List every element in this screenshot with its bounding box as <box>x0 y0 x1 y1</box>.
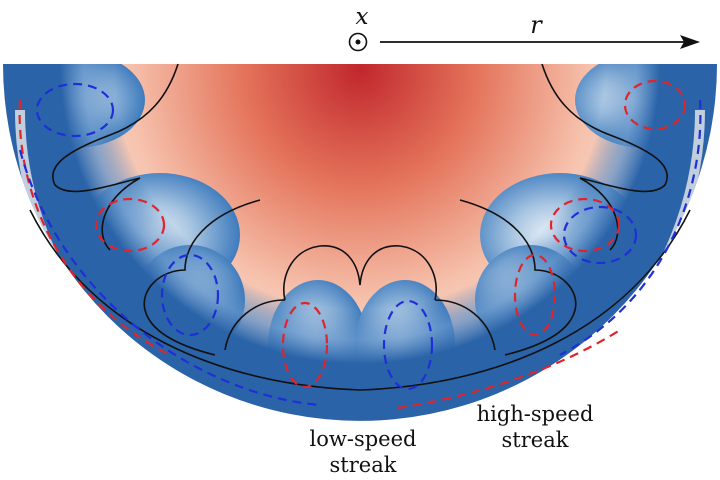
r-label: r <box>530 11 543 39</box>
high-speed-label-line1: high-speed <box>477 402 594 426</box>
contour-left-finger <box>224 299 286 351</box>
out-of-plane-marker <box>348 32 368 52</box>
x-label: x <box>356 4 369 30</box>
contour-right-mid <box>459 199 577 356</box>
dashed-red-contours <box>18 79 687 410</box>
blue-loop-3 <box>160 253 220 337</box>
blue-loop-1 <box>35 82 115 138</box>
red-wall-left <box>18 99 171 356</box>
radial-arrow-head <box>680 35 700 49</box>
red-loop-2 <box>549 197 621 253</box>
contour-right-upper <box>541 63 668 251</box>
red-wall-right <box>397 329 621 410</box>
high-speed-label-line2: streak <box>502 428 569 452</box>
low-speed-label-line1: low-speed <box>310 427 417 451</box>
iso-contours <box>29 63 691 391</box>
blue-wall-right <box>559 99 702 356</box>
velocity-field <box>3 64 717 421</box>
out-of-plane-dot <box>355 39 361 45</box>
blue-wall-left <box>18 149 321 407</box>
contour-left-mid <box>143 199 261 356</box>
dashed-blue-contours <box>18 82 702 407</box>
red-loop-1 <box>94 197 166 253</box>
wall-gradient <box>3 64 717 421</box>
red-loop-3 <box>623 79 687 131</box>
blue-loop-4 <box>382 299 434 391</box>
red-loop-4 <box>513 253 557 337</box>
low-speed-label-line2: streak <box>330 453 397 477</box>
contour-right-finger <box>434 299 496 351</box>
red-loop-5 <box>281 301 329 389</box>
blue-loop-2 <box>562 205 638 265</box>
contour-center-tongue <box>283 245 437 301</box>
contour-wall <box>29 209 691 391</box>
